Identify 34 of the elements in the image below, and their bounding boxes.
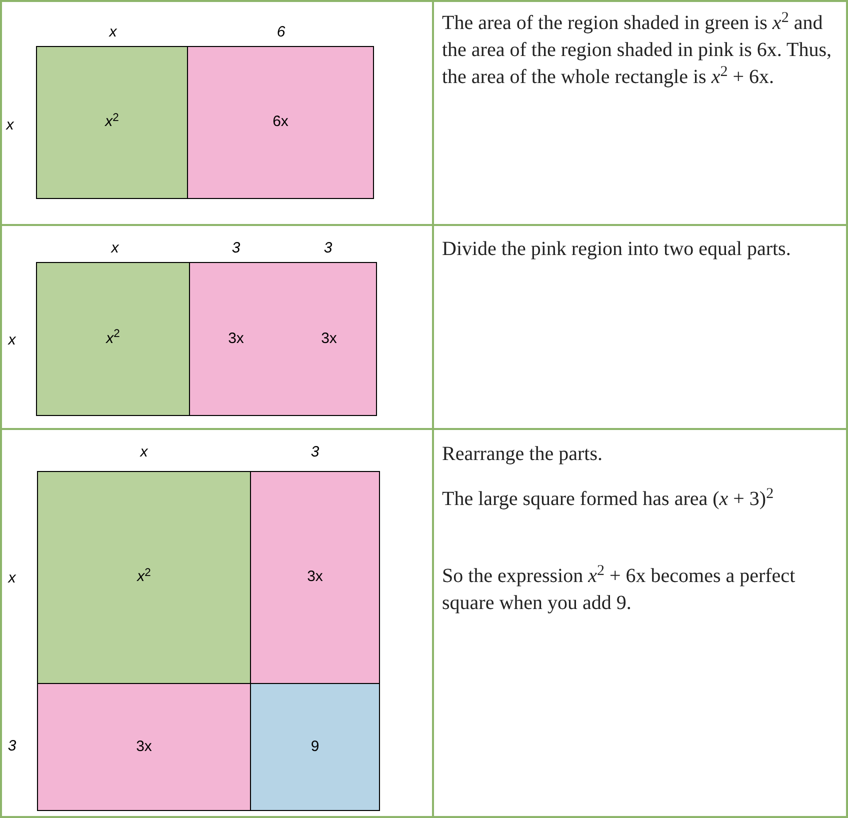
area-rectangle bbox=[189, 262, 283, 416]
dimension-label: x bbox=[109, 24, 117, 40]
area-rectangle bbox=[37, 683, 251, 811]
dimension-label: 3 bbox=[8, 738, 16, 754]
area-rectangle bbox=[36, 262, 190, 416]
dimension-label: x bbox=[111, 240, 119, 256]
explanation-text: The large square formed has area (x + 3)$^{2}$ bbox=[442, 486, 775, 512]
area-label: 6x bbox=[272, 112, 288, 132]
area-label: x$^{2}$ bbox=[106, 328, 120, 349]
dimension-label: x bbox=[8, 332, 16, 348]
area-label: 3x bbox=[136, 736, 152, 757]
explanation-text: The area of the region shaded in green is x$^{2}$ and the area of the region shaded in pink is 6x. Thus, the area of the whole rectangle is x$^{2}$ + 6x. bbox=[442, 10, 833, 90]
dimension-label: x bbox=[6, 118, 14, 132]
area-rectangle bbox=[36, 46, 188, 199]
area-rectangle bbox=[282, 262, 377, 416]
dimension-label: 6 bbox=[276, 24, 286, 40]
area-label: 3x bbox=[307, 567, 323, 588]
explanation-text: Divide the pink region into two equal parts. bbox=[442, 237, 792, 262]
area-label: x$^{2}$ bbox=[137, 566, 151, 588]
explanation-text: Rearrange the parts. bbox=[442, 442, 604, 467]
area-rectangle bbox=[187, 46, 374, 199]
dimension-label: 3 bbox=[232, 240, 240, 256]
area-rectangle bbox=[250, 683, 380, 811]
area-label: 9 bbox=[310, 736, 320, 757]
dimension-label: 3 bbox=[310, 444, 320, 460]
area-rectangle bbox=[37, 471, 251, 684]
explanation-text: So the expression x$^{2}$ + 6x becomes a perfect square when you add 9. bbox=[442, 563, 796, 616]
dimension-label: 3 bbox=[324, 240, 332, 256]
area-label: 3x bbox=[321, 328, 337, 349]
area-label: 3x bbox=[228, 328, 244, 349]
dimension-label: x bbox=[140, 444, 148, 460]
dimension-label: x bbox=[8, 570, 16, 586]
area-label: x$^{2}$ bbox=[105, 111, 119, 132]
area-rectangle bbox=[250, 471, 380, 684]
